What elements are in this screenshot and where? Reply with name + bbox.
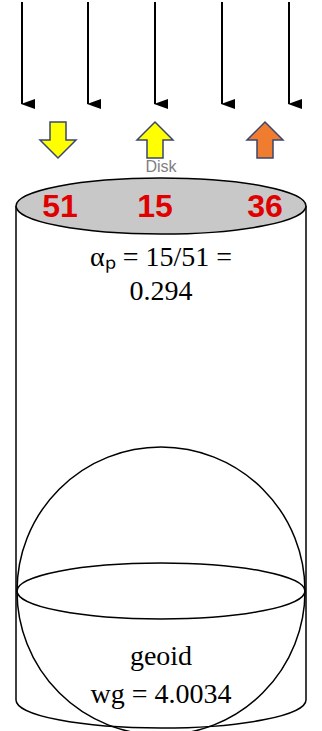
ray-arrow (288, 2, 290, 104)
flux-value: 36 (235, 189, 295, 223)
geoid-weight: wg = 4.0034 (66, 678, 256, 710)
ray-arrow (154, 2, 156, 104)
flux-value: 51 (30, 189, 90, 223)
equator-ellipse (17, 563, 305, 619)
incoming-flux-arrow (40, 122, 76, 158)
disk-top: Disk511536 (16, 178, 306, 234)
geoid-label: geoid (86, 640, 236, 672)
disk-surface (16, 178, 306, 234)
geoid-sphere: geoid wg = 4.0034 (16, 446, 306, 731)
cylinder-side (16, 206, 306, 728)
ray-arrow (21, 2, 23, 104)
flux-value: 15 (125, 189, 185, 223)
emitted-flux-arrow (247, 122, 283, 158)
ray-arrow (221, 2, 223, 104)
ray-arrow (87, 2, 89, 104)
cylinder-column: αₚ = 15/51 = 0.294Disk511536geoidwg = 4.… (16, 178, 306, 730)
disk-label: Disk (131, 157, 191, 176)
incoming-rays (22, 2, 289, 104)
sphere-circle (17, 447, 305, 731)
reflected-flux-arrow (137, 122, 173, 158)
albedo-formula: αₚ = 15/51 = 0.294 (61, 240, 261, 308)
